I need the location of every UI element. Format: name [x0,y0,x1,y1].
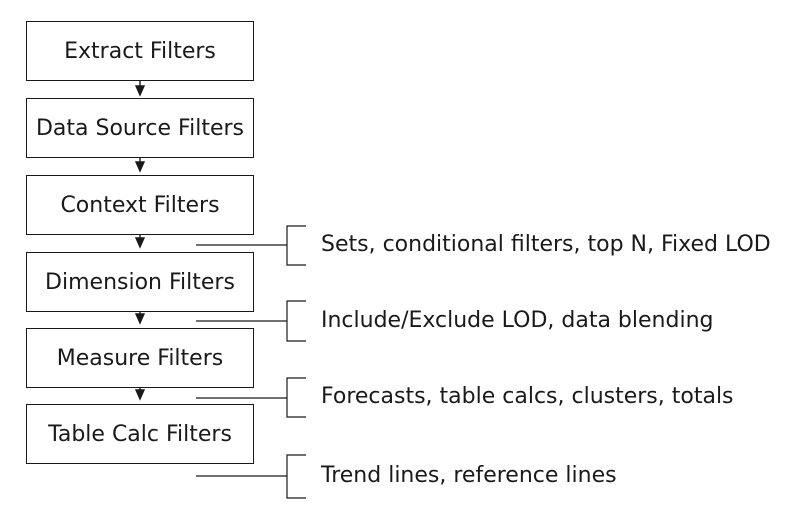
stage-box-context-filters: Context Filters [26,175,254,235]
stage-box-dimension-filters: Dimension Filters [26,252,254,312]
arrow-3-head [134,237,146,249]
arrow-2-head [134,161,146,173]
stage-label: Data Source Filters [35,115,245,141]
stage-box-table-calc-filters: Table Calc Filters [26,404,254,464]
arrow-4-head [134,313,146,325]
stage-box-measure-filters: Measure Filters [26,328,254,388]
stage-label: Measure Filters [56,345,224,371]
stage-label: Dimension Filters [45,269,235,295]
annotation-trend-reference-lines: Trend lines, reference lines [321,463,617,488]
arrow-1-head [134,85,146,97]
annotation-1-bracket [286,225,306,266]
stage-label: Extract Filters [64,38,216,64]
annotation-3-bracket [286,377,306,418]
annotation-4-bracket [286,454,306,499]
stage-label: Table Calc Filters [48,421,232,447]
annotation-forecasts-table-calcs: Forecasts, table calcs, clusters, totals [321,384,734,409]
stage-box-extract-filters: Extract Filters [26,21,254,81]
annotation-include-exclude-lod: Include/Exclude LOD, data blending [321,308,714,333]
annotation-sets-fixed-lod: Sets, conditional filters, top N, Fixed … [321,232,771,257]
stage-label: Context Filters [60,192,220,218]
stage-box-data-source-filters: Data Source Filters [26,98,254,158]
annotation-2-bracket [286,300,306,342]
arrow-5-head [134,389,146,401]
